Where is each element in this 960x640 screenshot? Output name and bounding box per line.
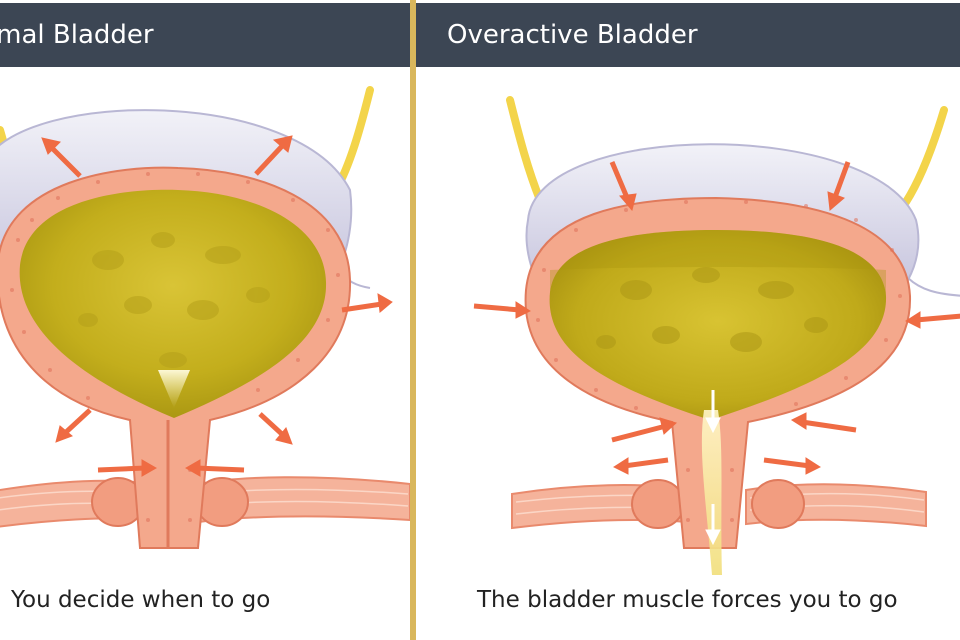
ureter xyxy=(506,96,544,204)
normal-bladder-panel: ormal Bladder xyxy=(0,0,410,640)
pressure-arrows xyxy=(473,161,960,475)
ureter xyxy=(902,106,948,206)
sphincter-muscle xyxy=(751,479,805,529)
panel-header: ormal Bladder xyxy=(0,3,410,67)
panel-title: ormal Bladder xyxy=(0,20,154,50)
panel-caption: You decide when to go xyxy=(11,587,271,613)
urine-stream xyxy=(701,410,722,575)
sphincter-muscle xyxy=(631,479,685,529)
panel-header: Overactive Bladder xyxy=(416,3,960,67)
peritoneum-edge xyxy=(907,277,960,297)
urine xyxy=(19,189,327,418)
normal-bladder-illustration xyxy=(0,86,410,549)
panel-caption: The bladder muscle forces you to go xyxy=(477,587,898,613)
urine xyxy=(549,230,887,420)
pressure-arrows xyxy=(41,135,393,477)
panel-title: Overactive Bladder xyxy=(447,20,698,50)
overactive-bladder-panel: Overactive Bladder xyxy=(416,0,960,640)
flow-arrows xyxy=(705,390,721,546)
overactive-bladder-illustration xyxy=(473,96,960,575)
